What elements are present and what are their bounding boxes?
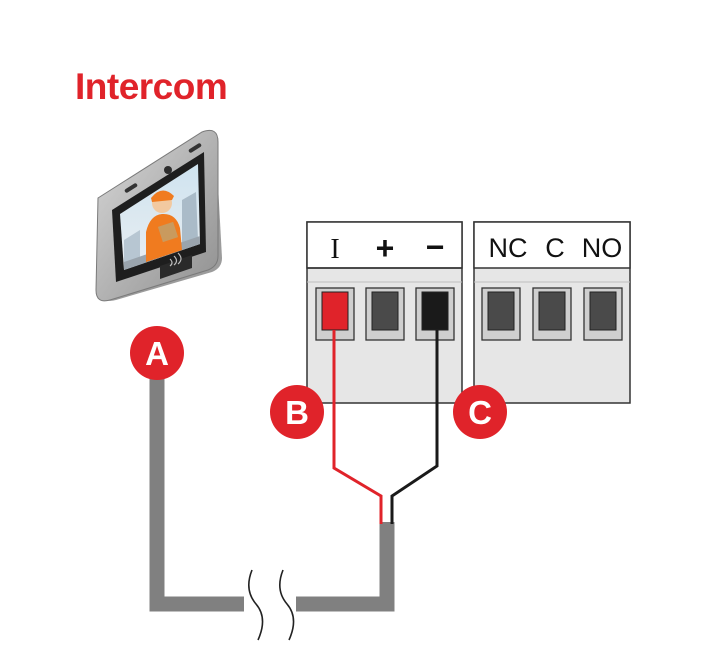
cable-a-end	[296, 522, 395, 612]
callout-c: C	[453, 385, 507, 439]
callout-b: B	[270, 385, 324, 439]
terminal-label-no: NO	[582, 233, 623, 263]
wire-red	[332, 330, 383, 524]
svg-text:A: A	[145, 335, 169, 372]
card-reader-icon	[160, 252, 192, 279]
terminal-block-right: NC C NO	[473, 221, 631, 404]
terminal-label-minus: −	[426, 229, 445, 265]
terminal-block-left: I + −	[306, 221, 463, 404]
terminal-label-i: I	[330, 234, 339, 265]
intercom-device-icon	[95, 129, 222, 302]
cable-break-icon	[244, 569, 296, 641]
intercom-title: Intercom	[75, 66, 228, 107]
terminal-label-c: C	[545, 233, 565, 263]
terminal-label-nc: NC	[489, 233, 528, 263]
svg-text:B: B	[285, 394, 309, 431]
cable-a	[149, 355, 244, 612]
svg-text:C: C	[468, 394, 492, 431]
wire-black	[390, 330, 439, 524]
terminal-label-plus: +	[376, 230, 395, 266]
callout-a: A	[130, 326, 184, 380]
